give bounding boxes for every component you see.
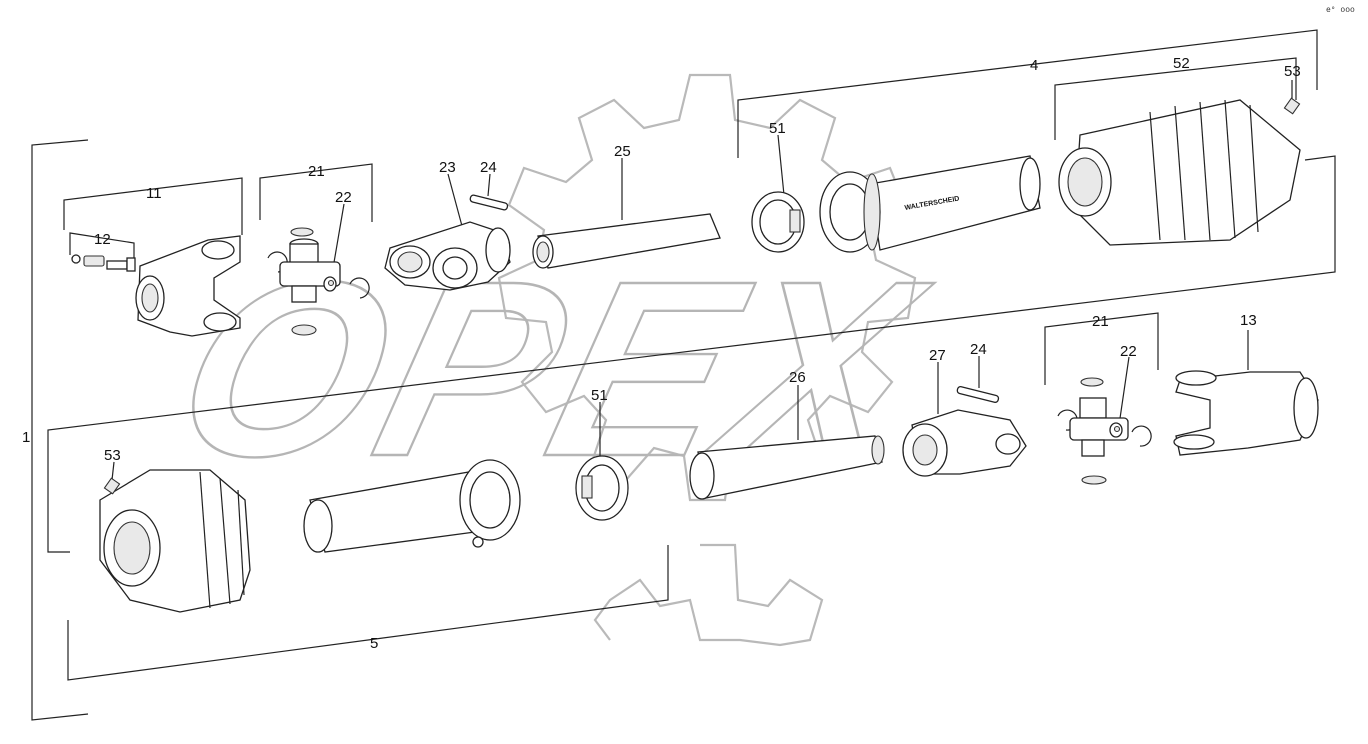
label-22-upper: 22 xyxy=(335,189,352,206)
label-51-upper: 51 xyxy=(769,120,786,137)
yoke-13 xyxy=(1173,370,1319,456)
bearing-ring-51-upper xyxy=(751,191,805,253)
label-53-lower: 53 xyxy=(104,447,121,464)
label-21-upper: 21 xyxy=(308,163,325,180)
corner-mark: e° ooo xyxy=(1326,6,1355,15)
label-24-upper: 24 xyxy=(480,159,497,176)
label-21-lower: 21 xyxy=(1092,313,1109,330)
bearing-ring-51-lower xyxy=(575,455,629,521)
assembly-outline-lines xyxy=(31,29,1336,721)
outer-tube-lower-5 xyxy=(303,459,521,553)
cross-journal-21-lower xyxy=(1057,377,1152,485)
label-53-upper: 53 xyxy=(1284,63,1301,80)
label-12: 12 xyxy=(94,231,111,248)
protection-cone-52 xyxy=(1058,99,1301,246)
label-1: 1 xyxy=(22,429,30,446)
label-11: 11 xyxy=(146,185,162,202)
inner-yoke-23 xyxy=(384,221,511,291)
gear-watermark-icon xyxy=(497,73,917,647)
yoke-11 xyxy=(135,235,241,337)
label-4: 4 xyxy=(1030,57,1038,74)
roll-pin-24-lower xyxy=(956,385,1000,403)
label-52: 52 xyxy=(1173,55,1190,72)
label-26: 26 xyxy=(789,369,806,386)
label-25: 25 xyxy=(614,143,631,160)
label-13: 13 xyxy=(1240,312,1257,329)
label-23: 23 xyxy=(439,159,456,176)
inner-tube-25 xyxy=(532,213,721,269)
label-24-lower: 24 xyxy=(970,341,987,358)
screw-53-lower xyxy=(103,477,121,495)
inner-tube-26 xyxy=(689,435,885,500)
label-22-lower: 22 xyxy=(1120,343,1137,360)
bolt-12 xyxy=(71,254,136,272)
outer-tube-assembly-4: WALTERSCHEID xyxy=(819,155,1041,253)
roll-pin-24-upper xyxy=(469,194,509,211)
screw-53-upper xyxy=(1283,97,1301,115)
cross-journal-21-upper xyxy=(267,227,370,336)
inner-yoke-27 xyxy=(902,409,1027,477)
label-5: 5 xyxy=(370,635,378,652)
label-27: 27 xyxy=(929,347,946,364)
label-51-lower: 51 xyxy=(591,387,608,404)
protection-cone-lower xyxy=(99,469,251,613)
